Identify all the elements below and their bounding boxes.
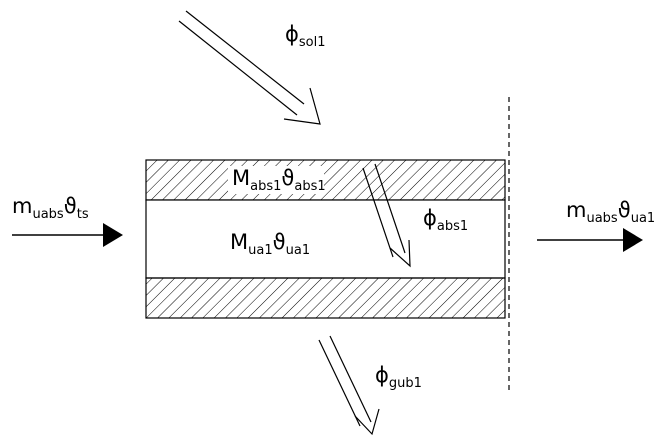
subscript: abs1 (436, 219, 469, 234)
absorber-layer-top (145, 159, 506, 201)
temperature-symbol: ϑ (281, 166, 295, 190)
fluid-state-label: Mua1ϑua1 (230, 230, 311, 258)
temperature-symbol: ϑ (272, 230, 286, 254)
subscript: gub1 (388, 376, 422, 391)
phi-symbol: ϕ (285, 22, 299, 46)
phi-symbol: ϕ (375, 363, 389, 387)
solar-flux-label: ϕsol1 (285, 22, 326, 50)
subscript: abs1 (294, 179, 326, 194)
subscript: ts (76, 207, 89, 222)
insulation-layer-bottom (145, 277, 506, 319)
absorber-state-label: Mabs1ϑabs1 (232, 166, 326, 194)
subscript: abs1 (250, 179, 282, 194)
mass-symbol: M (230, 230, 249, 254)
phi-symbol: ϕ (423, 206, 437, 230)
temperature-symbol: ϑ (617, 198, 631, 222)
subscript: ua1 (248, 243, 273, 258)
temperature-symbol: ϑ (63, 194, 77, 218)
absorber-label-backing (228, 166, 324, 194)
heat-loss-arrow (318, 335, 380, 436)
subscript: sol1 (298, 35, 326, 50)
mass-flow-symbol: m (566, 198, 587, 222)
absorbed-flux-label: ϕabs1 (423, 206, 469, 234)
subscript: ua1 (285, 243, 311, 258)
absorbed-heat-arrow (362, 163, 411, 268)
fluid-channel (145, 199, 506, 279)
heat-loss-flux-label: ϕgub1 (375, 363, 422, 391)
subscript: uabs (32, 207, 64, 222)
solar-radiation-arrow (178, 10, 321, 125)
subscript: ua1 (630, 211, 656, 226)
outlet-flow-label: muabsϑua1 (566, 198, 656, 226)
outlet-flow-arrow (537, 228, 643, 252)
mass-flow-symbol: m (12, 194, 33, 218)
inlet-flow-label: muabsϑts (12, 194, 89, 222)
mass-symbol: M (232, 166, 251, 190)
inlet-flow-arrow (12, 223, 123, 247)
subscript: uabs (586, 211, 618, 226)
